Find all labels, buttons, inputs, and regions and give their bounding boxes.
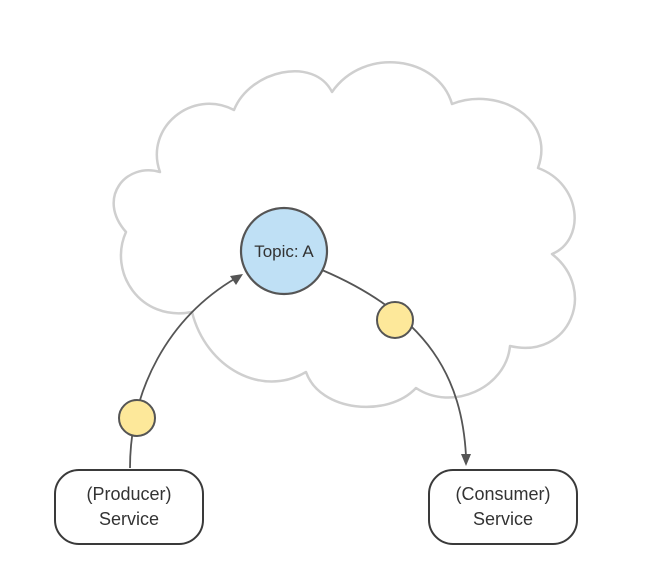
consumer-role-label: (Consumer) [455,484,550,504]
topic-to-consumer-arrow [321,269,467,457]
consumer-service-box[interactable] [428,469,578,545]
consumer-service-node[interactable]: (Consumer) Service [428,469,578,545]
consumer-service-label: Service [473,509,533,529]
producer-service-label: Service [99,509,159,529]
cloud-shape [112,61,577,409]
consumer-message-dot [376,301,414,339]
topic-label: Topic: A [254,242,314,261]
consumer-arrowhead [461,454,471,466]
producer-to-topic-arrow [129,277,237,469]
producer-role-label: (Producer) [86,484,171,504]
topic-node-group[interactable]: Topic: A [239,206,329,296]
producer-message-dot [118,399,156,437]
producer-service-node[interactable]: (Producer) Service [54,469,204,545]
producer-service-box[interactable] [54,469,204,545]
producer-arrowhead [230,274,243,285]
topic-node[interactable] [239,206,329,296]
